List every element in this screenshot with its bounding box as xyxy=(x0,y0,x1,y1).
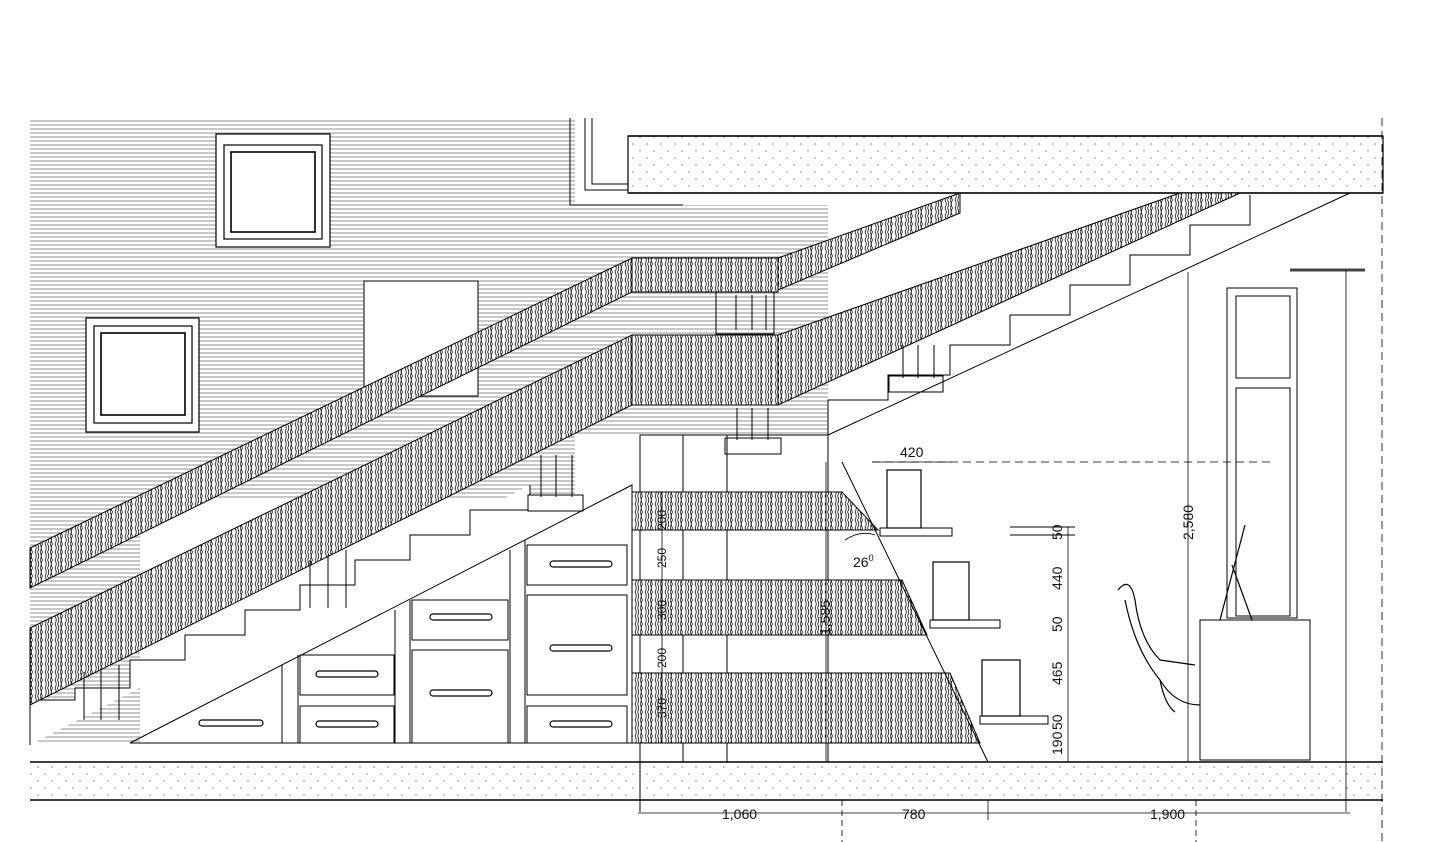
dim-shelf-4: 465 xyxy=(1049,661,1065,685)
window-lower xyxy=(85,317,200,433)
drawer-handles xyxy=(198,560,613,728)
dim-shelf-depth: 420 xyxy=(900,444,924,460)
dim-shelf-5: 50 xyxy=(1049,714,1065,730)
woven-panels xyxy=(631,491,981,744)
ceiling-slab xyxy=(627,135,1384,194)
chair xyxy=(1117,583,1201,713)
dim-height-total: 2,580 xyxy=(1180,505,1196,540)
stair-stringer-main xyxy=(29,192,1241,706)
dim-horizontal-1: 1,060 xyxy=(722,806,757,822)
dim-panel-4: 200 xyxy=(655,648,669,668)
dim-horizontal-2: 780 xyxy=(902,806,926,822)
window-upper xyxy=(215,133,331,248)
stair-stringer-upper xyxy=(29,192,961,589)
dim-angle: 260 xyxy=(853,553,874,570)
dimension-labels: 1,060 780 1,900 420 2,580 1,585 260 200 … xyxy=(655,444,1196,822)
dim-panel-2: 250 xyxy=(655,548,669,568)
dim-stair-height: 1,585 xyxy=(817,600,833,635)
corner-trim xyxy=(569,118,683,206)
support-rods xyxy=(83,291,944,720)
books xyxy=(886,469,1021,717)
dim-shelf-2: 440 xyxy=(1049,566,1065,590)
dim-shelf-1: 50 xyxy=(1049,524,1065,540)
easel xyxy=(1219,524,1253,621)
dimension-lines xyxy=(638,118,1383,842)
dim-horizontal-3: 1,900 xyxy=(1150,806,1185,822)
dim-panel-3: 300 xyxy=(655,600,669,620)
dim-panel-1: 200 xyxy=(655,510,669,530)
dim-panel-5: 370 xyxy=(655,698,669,718)
dim-shelf-3: 50 xyxy=(1049,616,1065,632)
floor-slab xyxy=(30,761,1383,801)
door-frame xyxy=(1199,287,1311,761)
dim-shelf-6: 190 xyxy=(1049,731,1065,755)
